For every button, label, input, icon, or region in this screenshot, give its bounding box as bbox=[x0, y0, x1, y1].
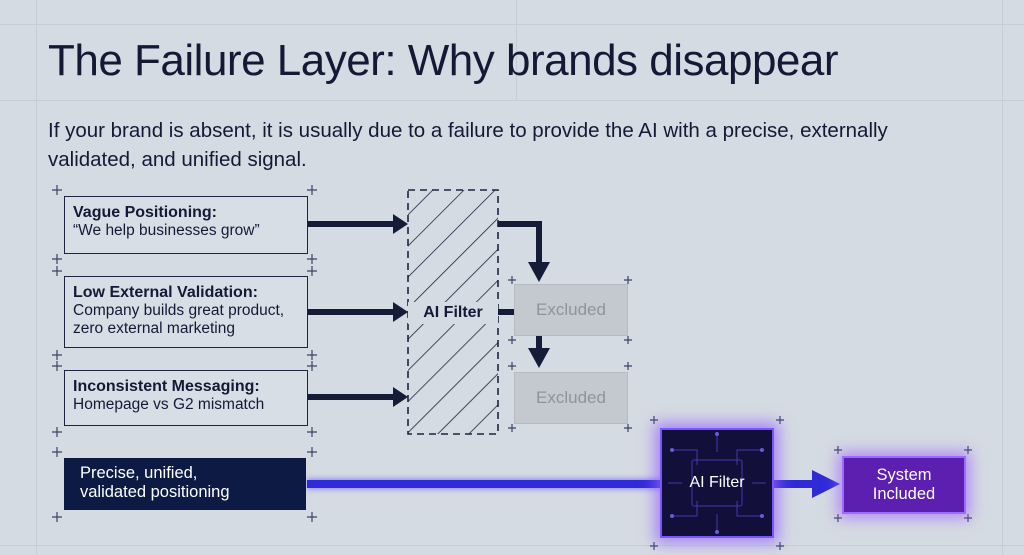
grid-line bbox=[0, 100, 1024, 101]
failure-description: zero external marketing bbox=[73, 320, 235, 337]
excluded-arrow bbox=[498, 221, 550, 282]
failure-heading: Inconsistent Messaging: bbox=[73, 378, 260, 395]
precise-positioning-line: Precise, unified, bbox=[80, 464, 198, 482]
system-included-box: System Included bbox=[842, 456, 966, 514]
system-included-line: Included bbox=[872, 485, 936, 503]
excluded-box: Excluded bbox=[514, 284, 628, 336]
grid-line bbox=[0, 24, 1024, 25]
failure-description: Homepage vs G2 mismatch bbox=[73, 396, 265, 413]
grid-line bbox=[0, 545, 1024, 546]
success-arrow bbox=[307, 480, 662, 488]
failure-box-inconsistent-messaging: Inconsistent Messaging: Homepage vs G2 m… bbox=[64, 370, 308, 426]
circuit-pattern-icon bbox=[668, 432, 766, 534]
failure-heading: Low External Validation: bbox=[73, 284, 258, 301]
ai-filter-chip-label: AI Filter bbox=[689, 474, 745, 491]
page-subtitle: If your brand is absent, it is usually d… bbox=[48, 119, 888, 171]
grid-line bbox=[1002, 0, 1003, 555]
precise-positioning-line: validated positioning bbox=[80, 483, 230, 501]
grid-line bbox=[36, 0, 37, 555]
failure-description: Company builds great product, bbox=[73, 302, 285, 319]
failure-arrow bbox=[307, 214, 408, 234]
failure-description: “We help businesses grow” bbox=[73, 222, 260, 239]
page-title: The Failure Layer: Why brands disappear bbox=[48, 36, 839, 85]
system-included-line: System bbox=[876, 466, 932, 484]
failure-heading: Vague Positioning: bbox=[73, 204, 218, 221]
ai-filter-chip bbox=[660, 428, 774, 538]
failure-box-low-external-validation: Low External Validation: Company builds … bbox=[64, 276, 308, 348]
excluded-box: Excluded bbox=[514, 372, 628, 424]
failure-arrow bbox=[307, 387, 408, 407]
failure-arrow bbox=[307, 302, 408, 322]
corner-marks bbox=[52, 185, 972, 550]
precise-positioning-box: Precise, unified, validated positioning bbox=[64, 458, 306, 510]
grid-line bbox=[516, 0, 517, 100]
success-output-arrow bbox=[812, 470, 840, 498]
failure-box-vague-positioning: Vague Positioning: “We help businesses g… bbox=[64, 196, 308, 254]
ai-filter-label: AI Filter bbox=[408, 302, 498, 324]
